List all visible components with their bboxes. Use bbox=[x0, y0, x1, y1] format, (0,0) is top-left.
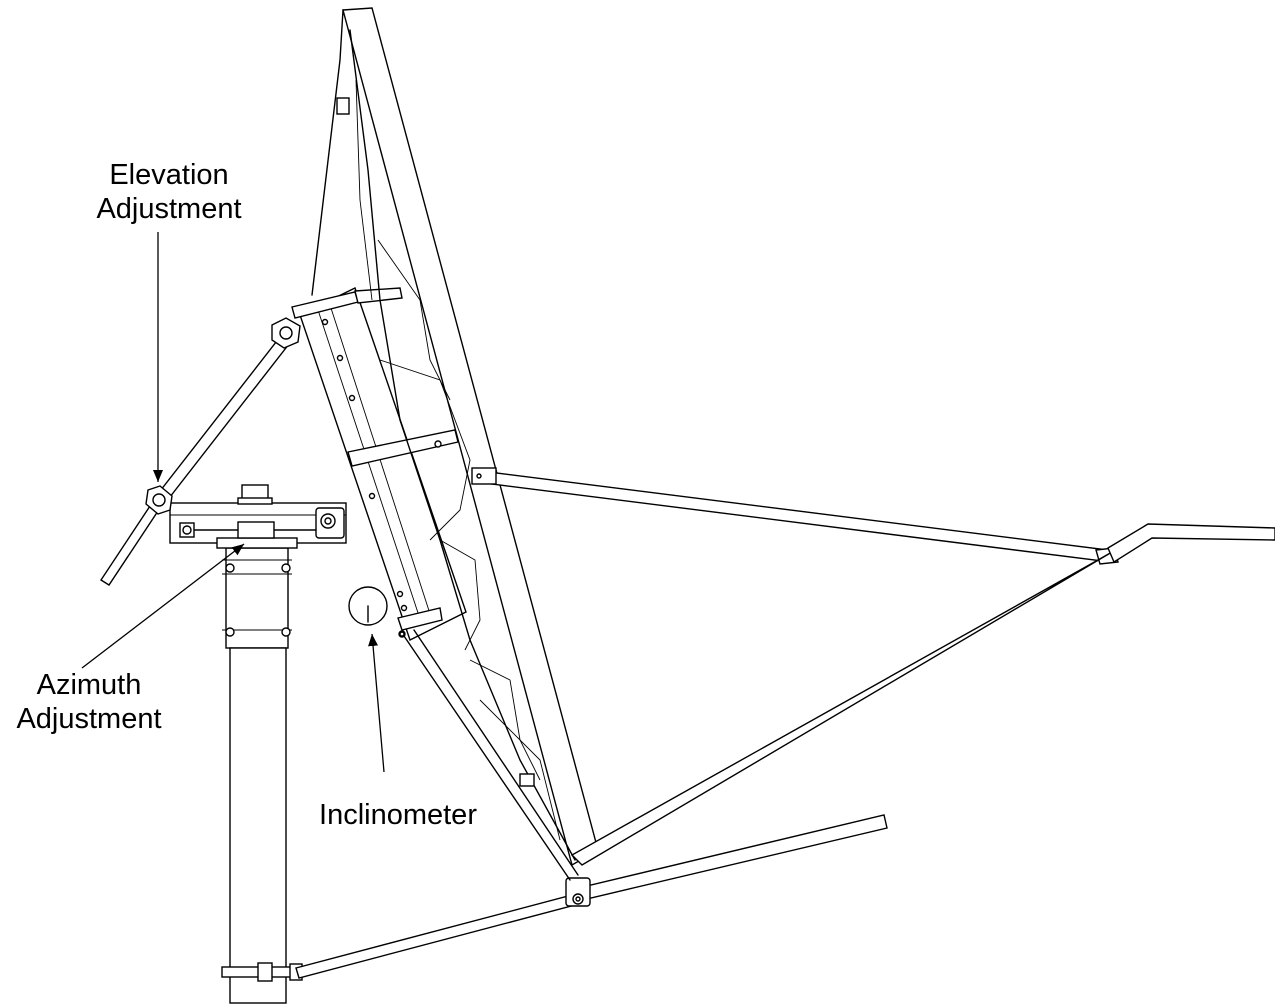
elevation-label-line2: Adjustment bbox=[96, 193, 242, 225]
feed-support-struts bbox=[295, 467, 1275, 979]
elevation-adjustment-label: Elevation Adjustment bbox=[84, 158, 254, 226]
inclinometer-label: Inclinometer bbox=[319, 799, 477, 831]
azimuth-label-line1: Azimuth bbox=[36, 669, 142, 701]
callout-arrows bbox=[81, 232, 385, 773]
mast-pole bbox=[221, 547, 303, 1004]
azimuth-head bbox=[169, 484, 347, 549]
elevation-strut bbox=[100, 317, 301, 586]
azimuth-label-line2: Adjustment bbox=[16, 703, 162, 735]
inclinometer-gauge bbox=[348, 586, 388, 626]
elevation-label-line1: Elevation bbox=[109, 159, 229, 191]
reflector-mount bbox=[291, 287, 467, 641]
azimuth-adjustment-label: Azimuth Adjustment bbox=[4, 668, 174, 736]
